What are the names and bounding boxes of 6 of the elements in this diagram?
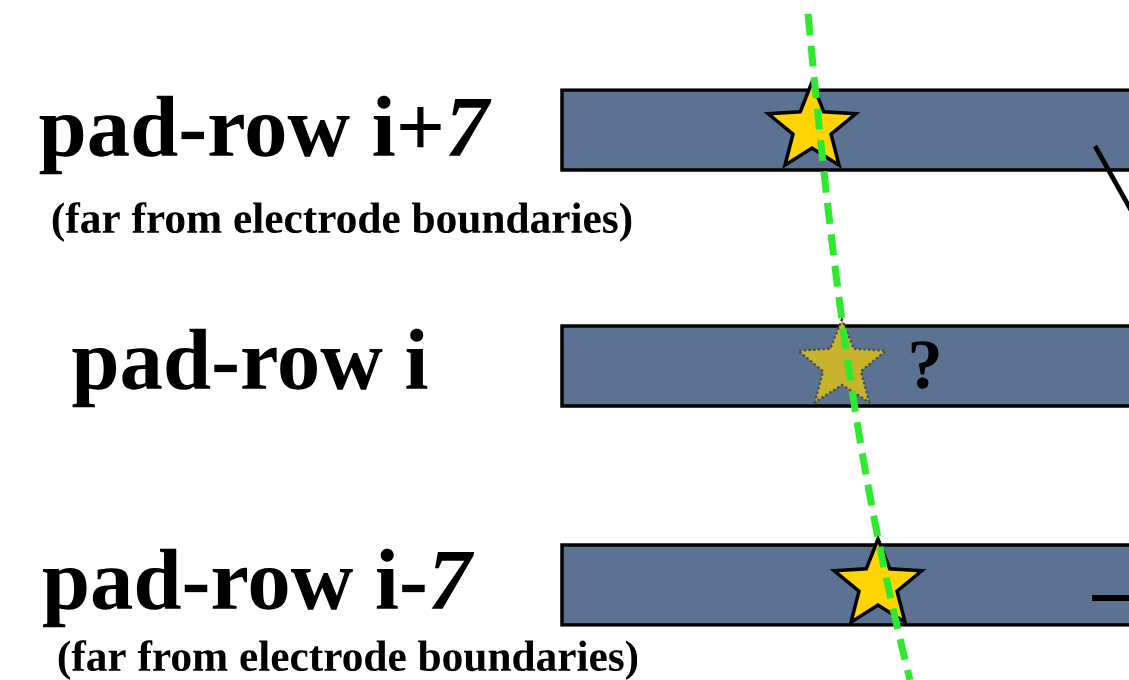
question-mark: ?	[911, 341, 939, 389]
row-label: pad-row i-7	[42, 548, 475, 628]
row-label: pad-row i+7	[39, 95, 492, 175]
row-label: pad-row i	[72, 328, 428, 408]
row-note: (far from electrode boundaries)	[58, 640, 638, 680]
row-note: (far from electrode boundaries)	[52, 202, 632, 242]
